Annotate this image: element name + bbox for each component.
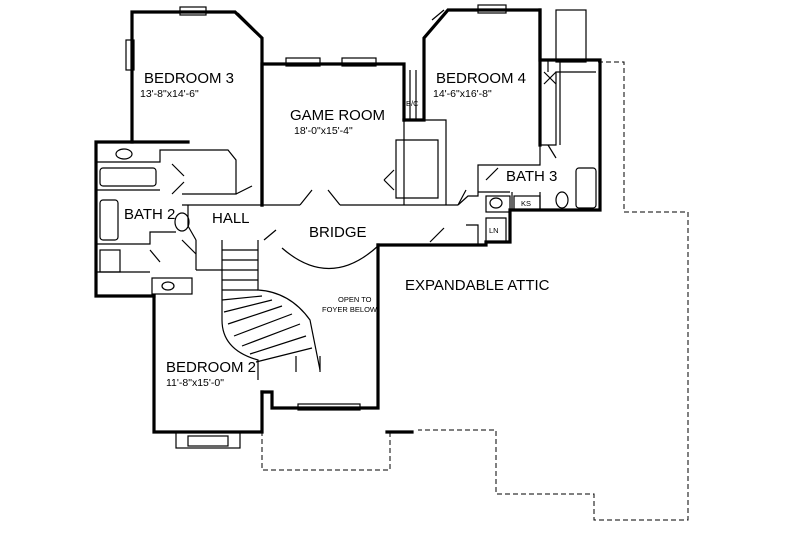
open-to-note: OPEN TO (338, 295, 372, 304)
foyer-below-note: FOYER BELOW (322, 305, 378, 314)
bathtub-icon (99, 199, 119, 241)
toilet-icon-3 (555, 191, 569, 209)
vanity-counter-bottom (151, 277, 193, 295)
bedroom4-size: 14'-6"x16'-8" (433, 88, 492, 100)
vanity-bath3 (485, 195, 511, 213)
windows (125, 4, 587, 449)
bedroom3-label: BEDROOM 3 (144, 70, 234, 87)
bridge-label: BRIDGE (309, 224, 367, 241)
sink-icon-2 (161, 281, 175, 291)
ln-note: LN (489, 226, 499, 235)
fixtures (99, 70, 597, 295)
attic-outline (261, 61, 689, 521)
shower-icon (99, 249, 121, 273)
sink-icon (115, 148, 133, 160)
bc-note: B/C (406, 99, 419, 108)
toilet-icon (174, 212, 190, 232)
bedroom4-label: BEDROOM 4 (436, 70, 526, 87)
doors (149, 144, 557, 263)
exterior-walls (94, 8, 602, 434)
stair (221, 240, 379, 380)
bedroom2-label: BEDROOM 2 (166, 359, 256, 376)
bedroom2-size: 11'-8"x15'-0" (166, 377, 224, 389)
ks-note: KS (521, 199, 531, 208)
bath2-label: BATH 2 (124, 206, 175, 223)
bath3-label: BATH 3 (506, 168, 557, 185)
tub-icon-bath3 (575, 167, 597, 209)
expandable-attic-label: EXPANDABLE ATTIC (405, 277, 550, 294)
hall-label: HALL (212, 210, 250, 227)
sink-icon-3 (489, 197, 503, 209)
bedroom3-size: 13'-8"x14'-6" (140, 88, 199, 100)
vanity-counter-top (99, 167, 157, 187)
game-room-size: 18'-0"x15'-4" (294, 125, 353, 137)
ks-box (513, 195, 541, 211)
game-room-label: GAME ROOM (290, 107, 385, 124)
